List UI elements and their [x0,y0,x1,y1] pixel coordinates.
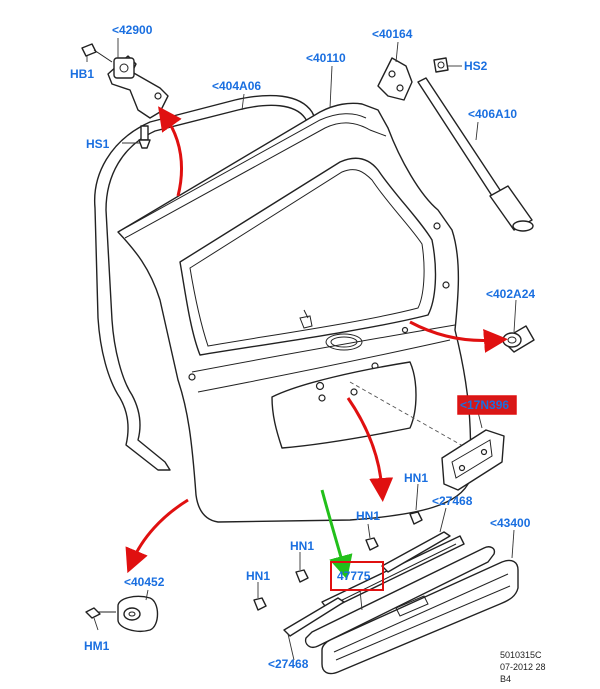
callout-402a24: <402A24 [486,287,535,301]
footer-code: 5010315C [500,650,542,660]
liftgate-hinge [81,43,169,149]
highlight-box-17n396 [457,395,517,415]
moulding-seal-strip [304,535,496,648]
latch-striker [501,325,535,353]
callout-27468-upper: <27468 [432,494,473,508]
callout-40452: <40452 [124,575,165,589]
gas-strut-assembly [377,57,534,232]
nut-hn1-upper [409,511,423,525]
callout-42900: <42900 [112,23,153,37]
callout-hn1-left: HN1 [290,539,314,553]
callout-404a06: <404A06 [212,79,261,93]
callout-406a10: <406A10 [468,107,517,121]
applique-moulding [321,559,519,675]
callout-hs1: HS1 [86,137,110,151]
highlight-box-47775 [330,561,384,591]
callout-hm1: HM1 [84,639,110,653]
callout-47775: 47775 [337,569,371,583]
callout-40164: <40164 [372,27,413,41]
footer-date: 07-2012 28 [500,662,546,672]
license-bracket [441,429,505,491]
nut-hn1-mid [365,537,379,551]
callout-40110: <40110 [306,51,346,65]
callout-hn1-lower: HN1 [246,569,270,583]
nut-hn1-lower [253,597,267,611]
callout-hn1-mid: HN1 [356,509,380,523]
nut-hn1-left [295,569,309,583]
callout-hn1-upper: HN1 [404,471,428,485]
trim-strip-upper [381,531,451,573]
callout-hb1: HB1 [70,67,94,81]
red-arrows [125,106,508,574]
leader-lines [86,38,517,661]
callout-27468-lower: <27468 [268,657,309,671]
liftgate-panel [117,102,472,523]
weatherstrip-seal [94,94,319,471]
callout-17n396: <17N396 [460,398,509,412]
lock-cylinder [85,595,159,632]
callout-hs2: HS2 [464,59,488,73]
footer-page: B4 [500,674,511,684]
callout-43400: <43400 [490,516,531,530]
